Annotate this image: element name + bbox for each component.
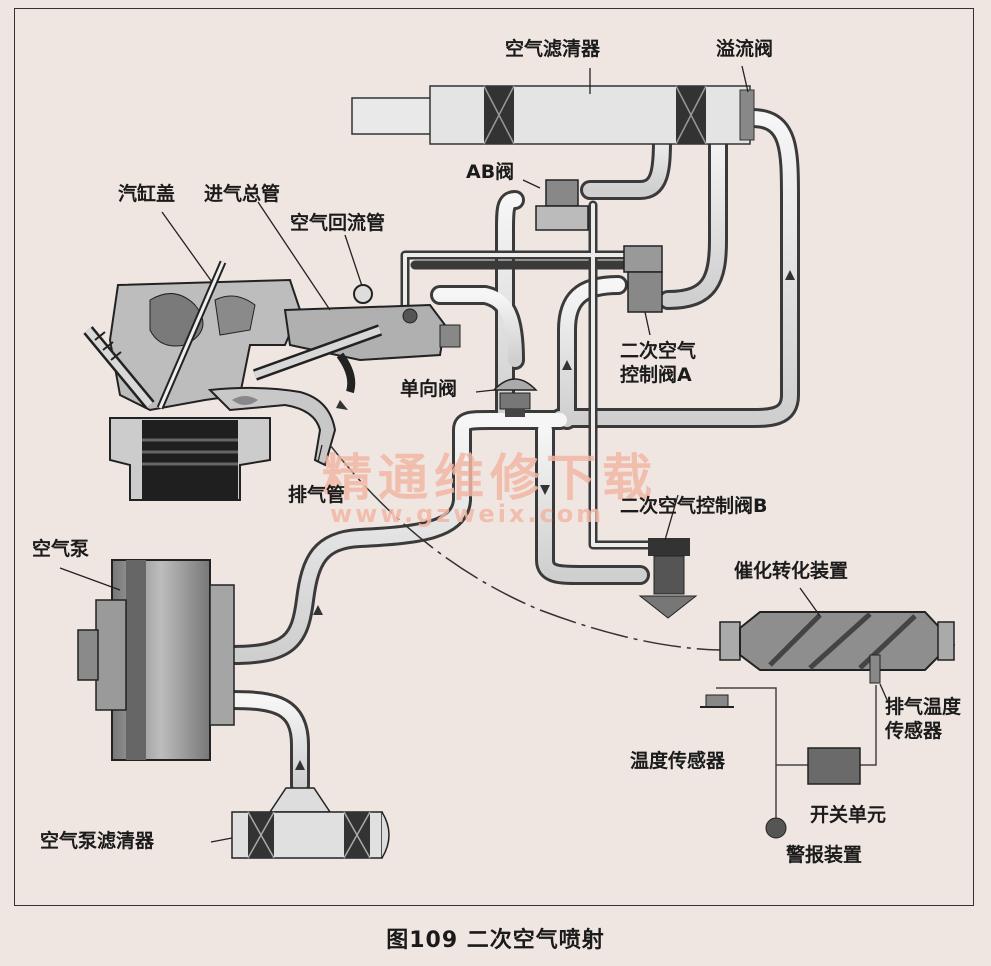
- ab-valve: [535, 179, 589, 231]
- air-pump-filter: [231, 787, 390, 859]
- flow-arrow-down-b: [540, 485, 550, 495]
- switch-unit-box: [807, 747, 861, 785]
- secondary-air-valve-a: [623, 245, 663, 313]
- piston: [142, 420, 238, 500]
- diagram-frame: [14, 8, 974, 906]
- label-alarm-device: 警报装置: [786, 844, 863, 866]
- label-air-pump-filter: 空气泵滤清器: [40, 830, 155, 852]
- watermark-text: 精通维修下载: [322, 449, 658, 507]
- label-catalytic-converter: 催化转化装置: [734, 560, 849, 582]
- flow-arrows: [295, 270, 795, 770]
- label-check-valve: 单向阀: [400, 378, 458, 400]
- watermark-url: www.gzweix.com: [330, 500, 605, 528]
- air-filter: [351, 85, 755, 145]
- sensor-wiring: [716, 685, 877, 818]
- label-overflow-valve: 溢流阀: [716, 38, 774, 60]
- engine-assembly: [83, 260, 461, 501]
- label-air-return-pipe: 空气回流管: [290, 212, 386, 234]
- label-temp-sensor: 温度传感器: [630, 750, 726, 772]
- label-switch-unit: 开关单元: [810, 804, 887, 826]
- figure-caption: 图109 二次空气喷射: [386, 928, 605, 953]
- exhaust-flow-line: [329, 444, 721, 651]
- exhaust-port: [207, 386, 337, 467]
- label-exhaust-temp-sensor: 排气温度 传感器: [885, 696, 962, 742]
- spark-plug: [83, 326, 155, 409]
- alarm-device-lamp: [765, 817, 787, 839]
- label-air-pump: 空气泵: [32, 538, 90, 560]
- catalytic-converter: [719, 611, 955, 684]
- temp-sensor: [700, 694, 734, 708]
- air-pump: [77, 559, 235, 761]
- label-intake-manifold: 进气总管: [204, 183, 281, 205]
- pipe-network: [222, 108, 800, 795]
- secondary-air-valve-b: [638, 538, 698, 619]
- label-exhaust-pipe: 排气管: [288, 484, 346, 506]
- flow-arrow-up-mid: [562, 360, 572, 370]
- label-cylinder-head: 汽缸盖: [118, 183, 176, 205]
- flow-arrow-up-pump: [313, 605, 323, 615]
- label-secondary-air-valve-a: 二次空气 控制阀A: [620, 340, 697, 386]
- label-secondary-air-valve-b: 二次空气控制阀B: [620, 495, 768, 517]
- leader-lines: [59, 65, 889, 843]
- label-air-filter: 空气滤清器: [505, 38, 601, 60]
- check-valve: [492, 378, 538, 417]
- flow-arrow-up-right: [785, 270, 795, 280]
- label-ab-valve: AB阀: [466, 161, 515, 183]
- flow-arrow-up-filter: [295, 760, 305, 770]
